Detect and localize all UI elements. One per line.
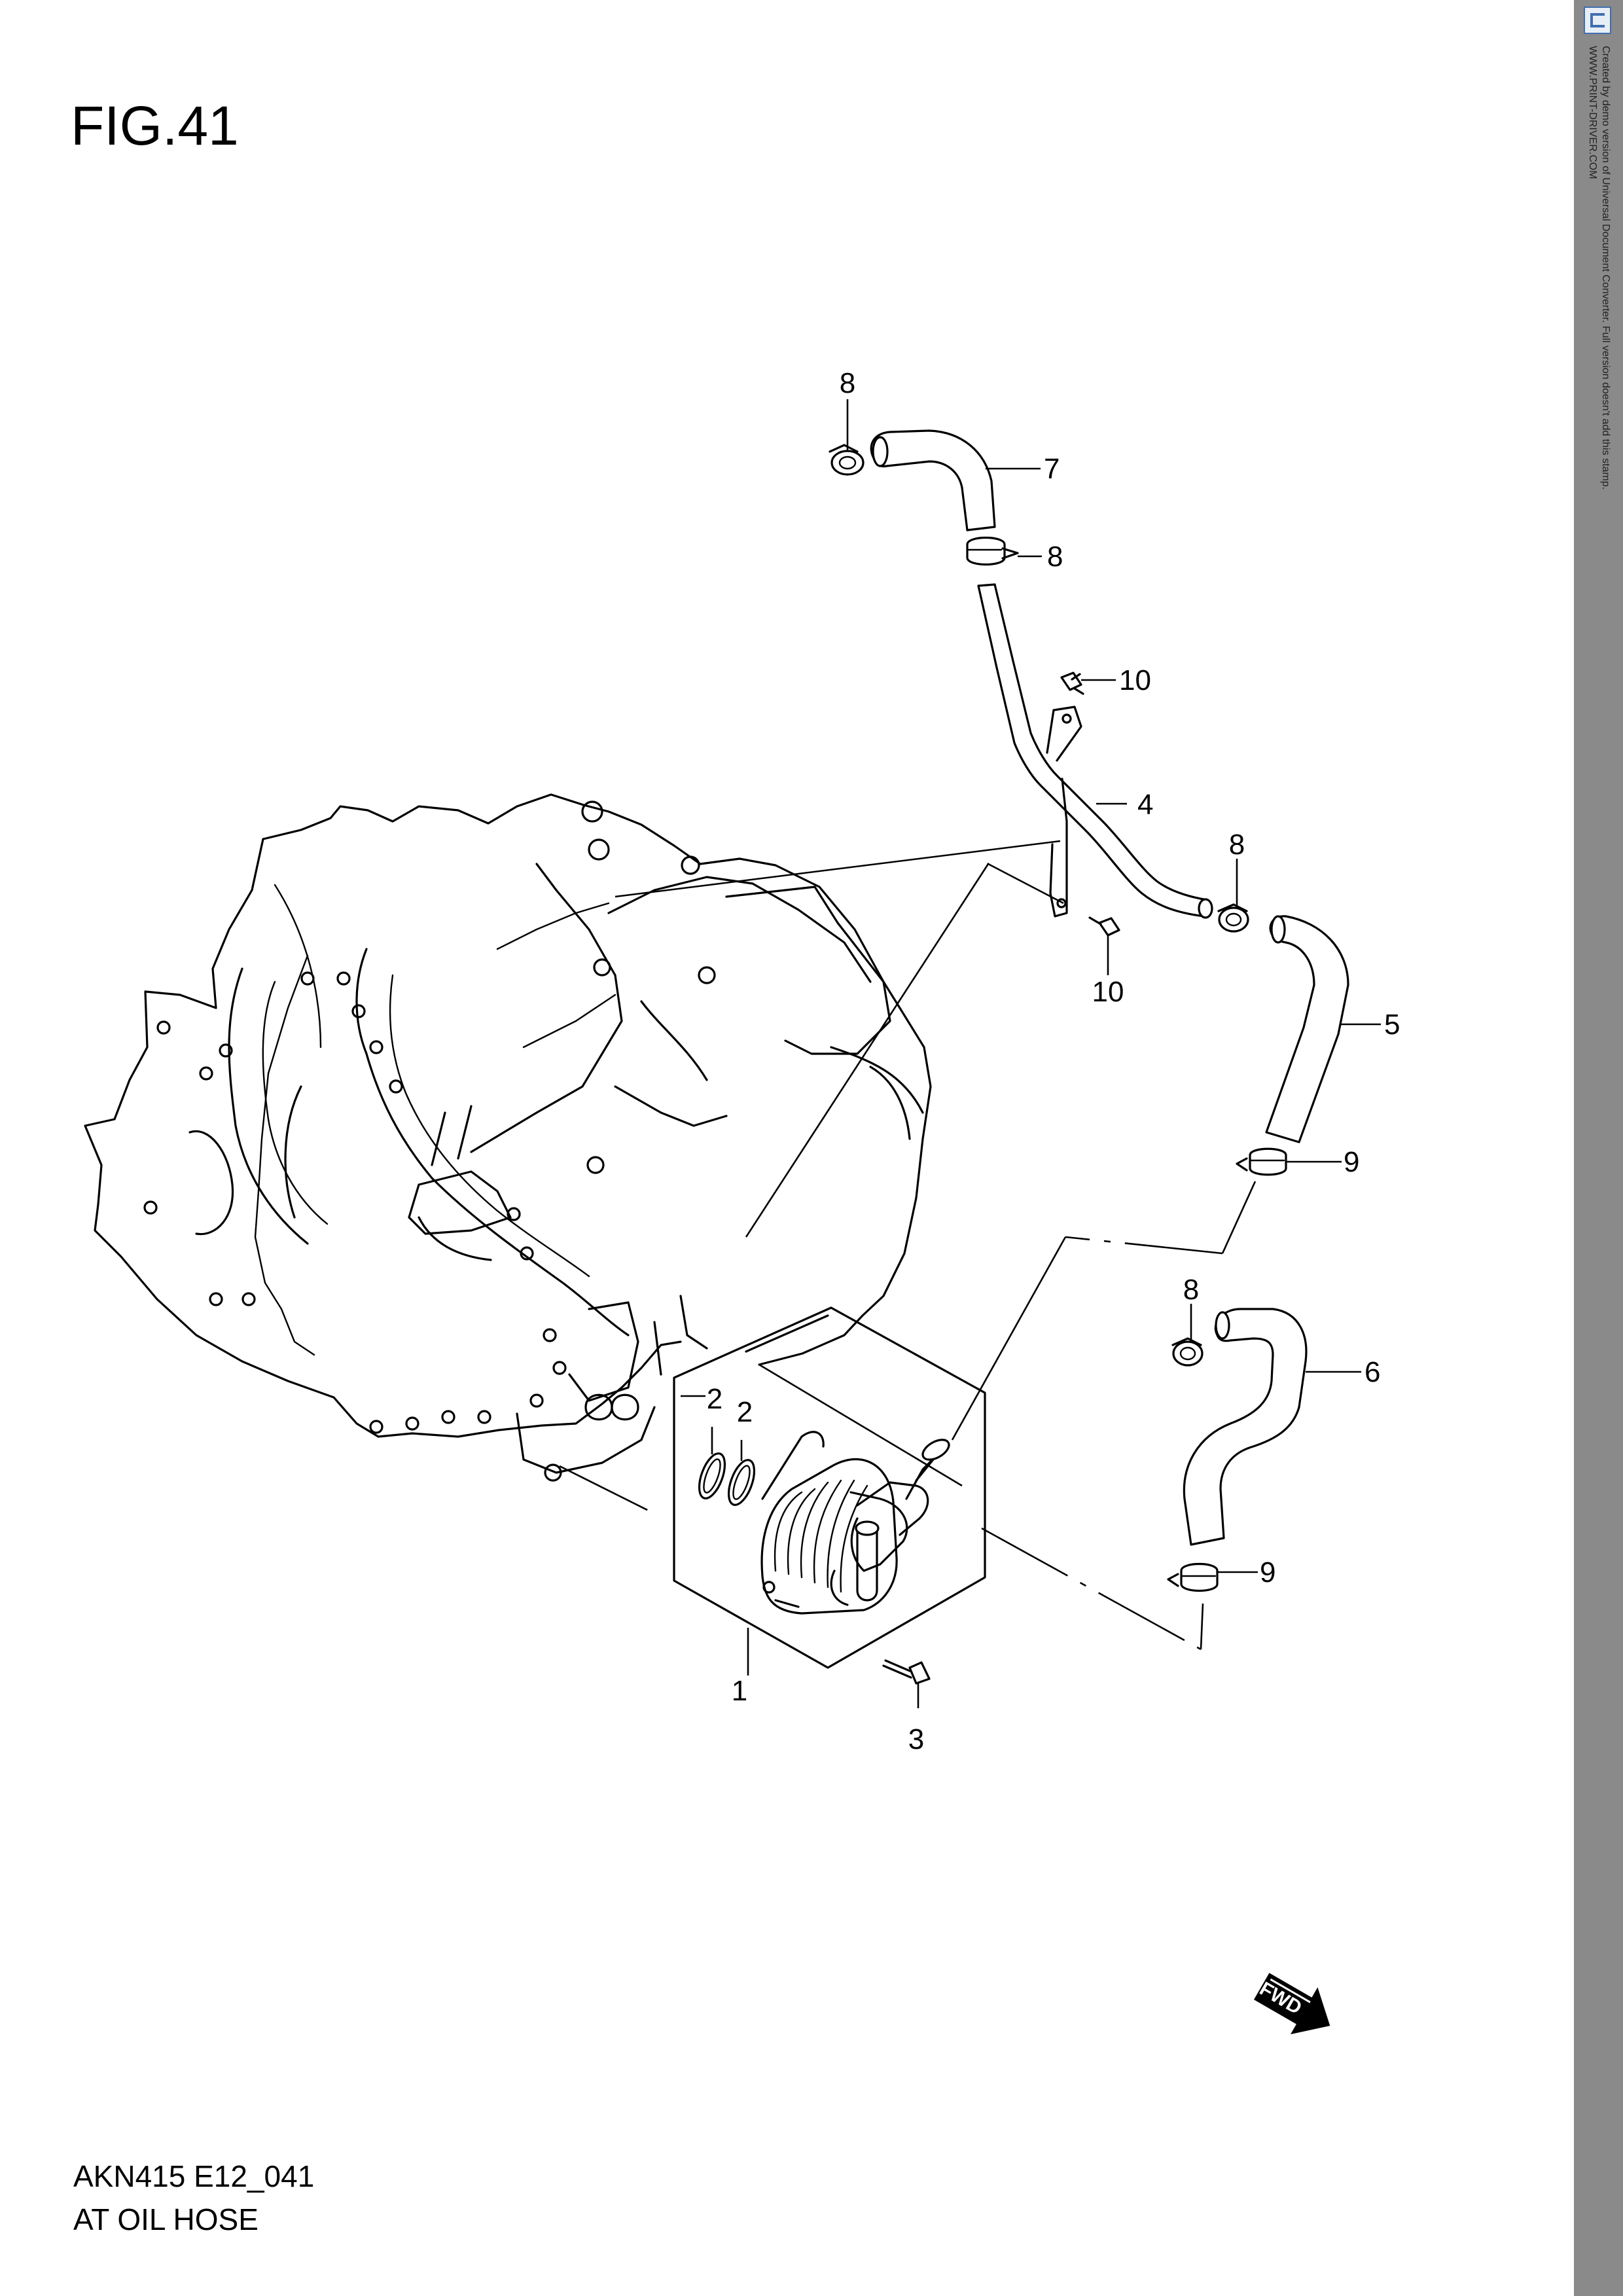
clamp-8-low (1171, 1304, 1204, 1367)
clamp-9-low (1167, 1562, 1258, 1592)
clamp-8-mid (1217, 859, 1249, 933)
converter-watermark-strip: Created by demo version of Universal Doc… (1574, 0, 1623, 2296)
callout-7: 7 (1044, 453, 1060, 485)
callout-4: 4 (1137, 789, 1153, 821)
oil-cooler-assembly (673, 863, 990, 1669)
callout-9b: 9 (1260, 1556, 1275, 1588)
callout-8d: 8 (1183, 1274, 1199, 1306)
callout-2b: 2 (737, 1396, 753, 1428)
bolt (882, 1659, 931, 1708)
clamp-9-mid (1236, 1147, 1342, 1176)
diagram-code: AKN415 E12_041 (73, 2159, 315, 2193)
callout-10b: 10 (1092, 976, 1124, 1008)
callout-3: 3 (908, 1723, 924, 1755)
callout-2a: 2 (707, 1383, 722, 1415)
o-rings (698, 1427, 756, 1506)
callout-6: 6 (1364, 1356, 1380, 1388)
clamp-8-upper (966, 536, 1042, 566)
callout-1: 1 (732, 1675, 747, 1707)
hose-5 (1265, 915, 1381, 1143)
transmission-housing (84, 793, 932, 1482)
exploded-view-diagram: 1 2 2 3 4 5 6 7 8 8 8 8 9 9 10 10 FWD (84, 367, 1400, 2035)
bolt-10-upper (1060, 672, 1116, 695)
watermark-text: Created by demo version of Universal Doc… (1586, 46, 1612, 490)
callout-10a: 10 (1119, 664, 1151, 696)
watermark-line-1: Created by demo version of Universal Doc… (1600, 46, 1611, 490)
bolt-10-lower (1088, 916, 1120, 975)
fwd-arrow-icon: FWD (1253, 1973, 1330, 2035)
callout-labels: 1 2 2 3 4 5 6 7 8 8 8 8 9 9 10 10 (707, 367, 1400, 1755)
callout-8b: 8 (1047, 541, 1063, 573)
diagram-name: AT OIL HOSE (73, 2202, 259, 2236)
figure-title: FIG.41 (71, 95, 239, 156)
oil-pipe (977, 583, 1213, 919)
hose-6 (1183, 1308, 1361, 1546)
callout-5: 5 (1384, 1009, 1400, 1041)
callout-9a: 9 (1344, 1146, 1359, 1178)
clamp-8-top (829, 399, 865, 476)
hose-7 (870, 429, 1041, 531)
callout-8c: 8 (1229, 829, 1245, 861)
callout-8a: 8 (840, 367, 855, 399)
watermark-line-2: WWW.PRINT-DRIVER.COM (1587, 46, 1598, 179)
converter-logo-icon (1584, 7, 1611, 34)
